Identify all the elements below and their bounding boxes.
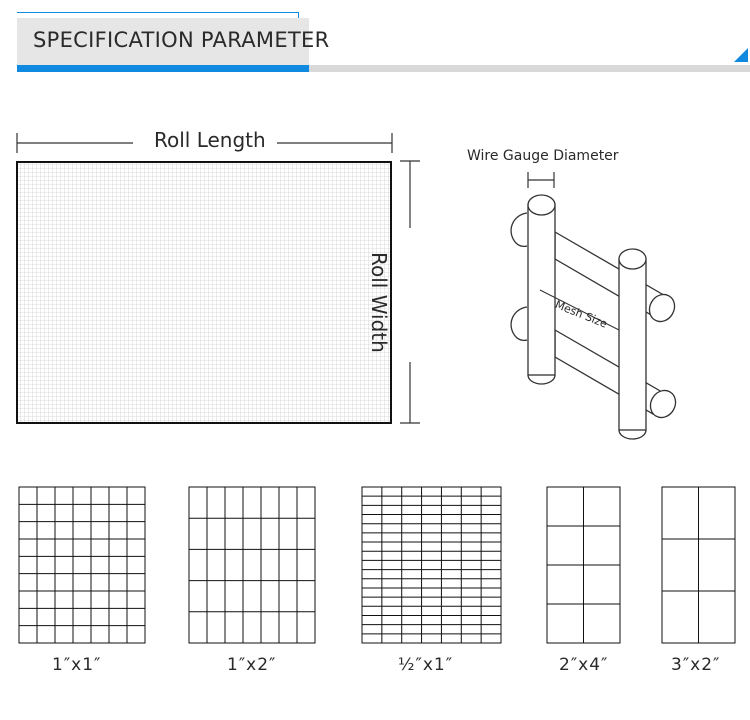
roll-mesh-fill [17, 162, 391, 423]
roll-length-dimension [16, 133, 393, 153]
sample-grid-3x2 [661, 486, 736, 644]
sample-label-1x1: 1″x1″ [52, 655, 102, 675]
corner-triangle-icon [734, 48, 748, 62]
wire-gauge-dimension [527, 172, 555, 188]
mesh-size-arrow [539, 289, 620, 331]
sample-label-3x2: 3″x2″ [671, 655, 721, 675]
section-header: SPECIFICATION PARAMETER [0, 0, 750, 80]
sample-grid-half-x1-border [361, 486, 502, 644]
sample-grid-1x2-border [188, 486, 316, 644]
wire-gauge-label: Wire Gauge Diameter [467, 148, 619, 164]
wire-junction-illustration [510, 194, 677, 440]
roll-length-label: Roll Length [154, 128, 266, 152]
header-tab [17, 18, 309, 65]
sample-grid-1x1-border [18, 486, 146, 644]
mesh-samples [18, 486, 736, 644]
sample-grid-2x4 [546, 486, 621, 644]
header-grey-bar [309, 65, 750, 72]
roll-border [16, 161, 392, 424]
roll-panel [16, 161, 392, 424]
page-title: SPECIFICATION PARAMETER [33, 28, 330, 52]
roll-width-dimension [400, 160, 420, 424]
roll-width-label: Roll Width [367, 252, 391, 353]
sample-grid-1x2 [188, 486, 316, 644]
sample-label-half-x1: ½″x1″ [398, 655, 454, 675]
sample-label-1x2: 1″x2″ [227, 655, 277, 675]
sample-grid-half-x1 [361, 486, 502, 644]
header-blue-bar [17, 65, 309, 72]
sample-label-2x4: 2″x4″ [559, 655, 609, 675]
sample-grid-1x1 [18, 486, 146, 644]
